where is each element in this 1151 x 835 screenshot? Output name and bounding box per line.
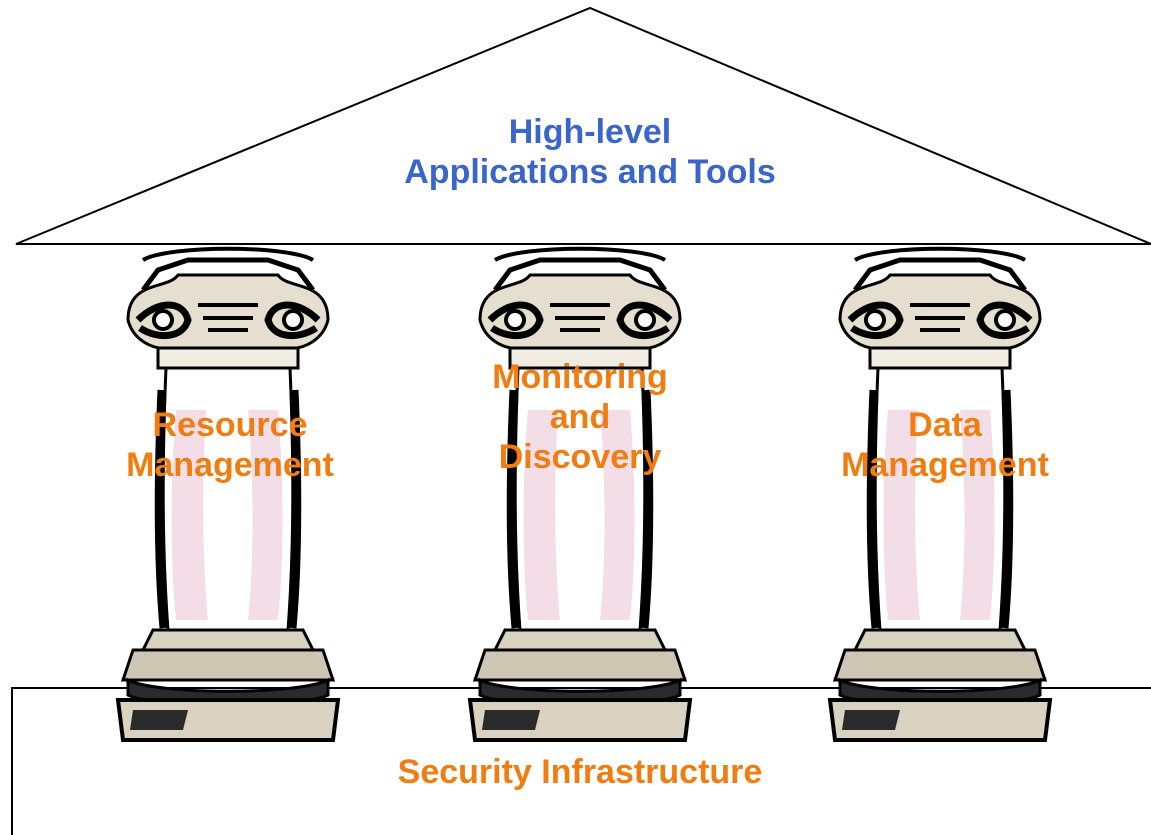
roof-triangle: [15, 6, 1151, 245]
roof-title-line2: Applications and Tools: [404, 153, 776, 192]
pillar-label-line1: Data: [908, 406, 982, 444]
pillar-label-line2: Management: [841, 446, 1049, 485]
pillar-label-line1: Monitoring: [492, 358, 668, 396]
pillar-label-line3: Discovery: [498, 438, 662, 477]
foundation-label: Security Infrastructure: [397, 753, 763, 791]
pillar-right-graphic: [830, 249, 1050, 740]
pillar-label-line1: Resource: [152, 406, 308, 444]
pillar-label-resource-management: Resource Management: [80, 405, 380, 485]
pillar-label-line2: and: [549, 398, 611, 437]
pillar-label-monitoring-discovery: Monitoring and Discovery: [440, 357, 720, 477]
roof-title-line1: High-level: [508, 113, 672, 151]
foundation-outline: [11, 687, 1151, 835]
pillar-left-graphic: [118, 249, 338, 740]
pillar-label-data-management: Data Management: [795, 405, 1095, 485]
pillar-center-graphic: [470, 249, 690, 740]
pillar-label-line2: Management: [126, 446, 334, 485]
roof-title: High-level Applications and Tools: [340, 112, 840, 192]
